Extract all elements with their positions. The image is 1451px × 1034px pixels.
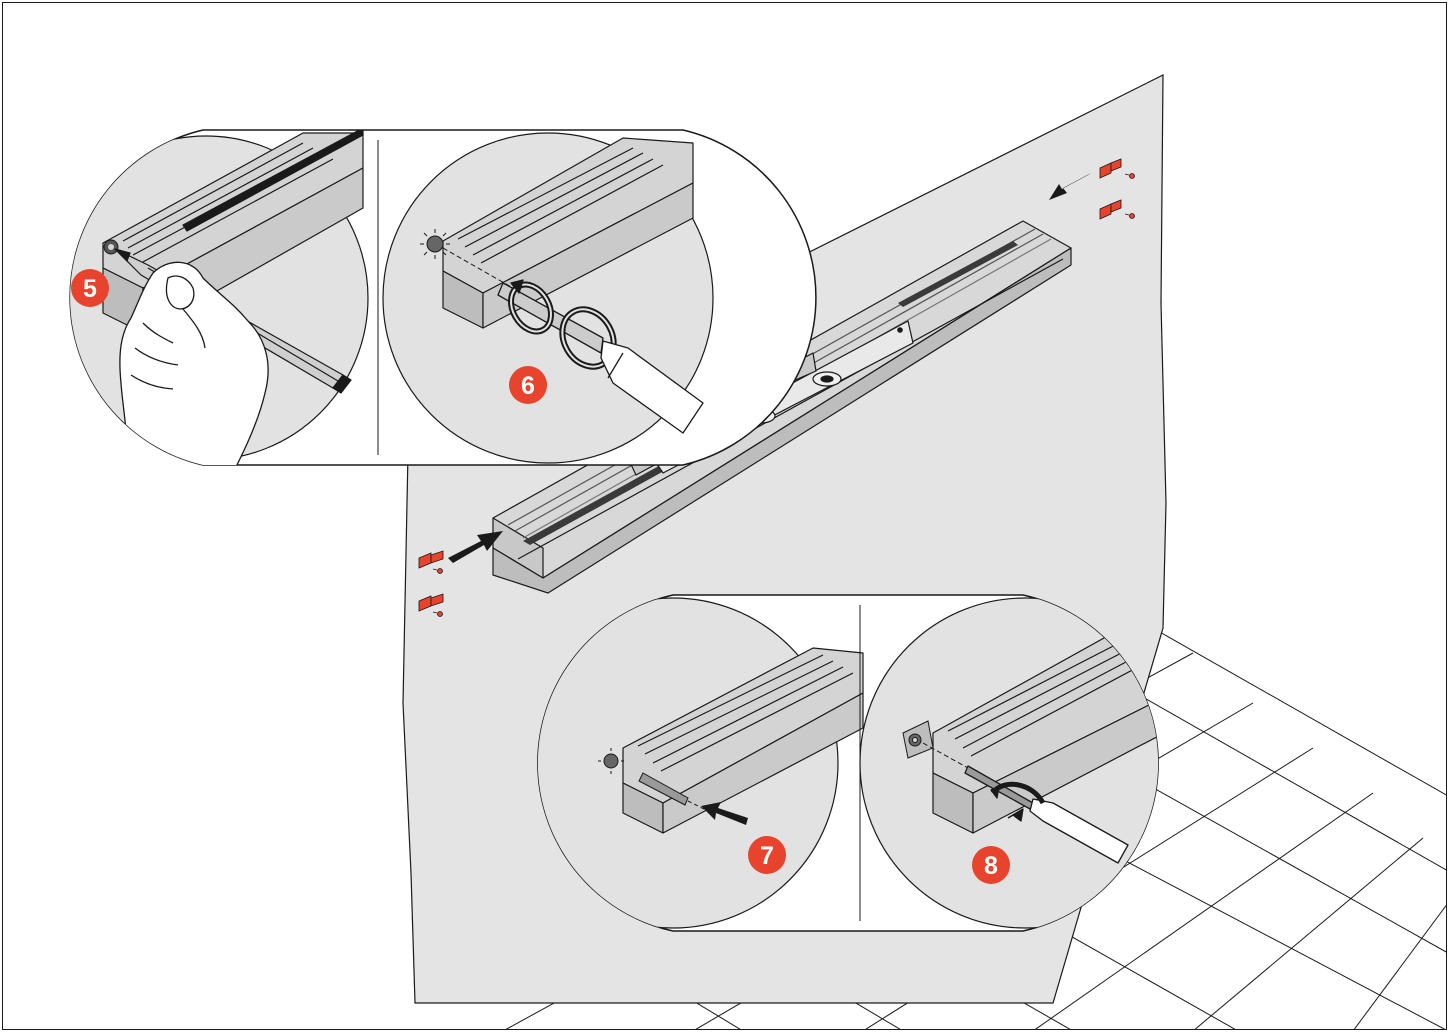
step-badge-8: 8 (972, 846, 1010, 884)
mounting-bracket-icon (418, 550, 444, 574)
hand-icon (119, 261, 269, 465)
step-badge-7: 7 (748, 836, 786, 874)
drill-icon (497, 279, 704, 434)
rail-closeup (442, 137, 694, 329)
step-number-8: 8 (984, 852, 998, 880)
detail-panel-steps-7-8 (537, 594, 1159, 932)
dust-burst-icon (420, 229, 450, 259)
mounting-bracket-icon (1099, 199, 1135, 220)
rail-closeup (102, 130, 364, 334)
step-number-7: 7 (760, 842, 774, 870)
step-number-6: 6 (521, 372, 535, 400)
rail-closeup (622, 647, 864, 834)
mounting-bracket-icon (902, 720, 934, 759)
step-number-5: 5 (83, 275, 97, 303)
arrow-icon (701, 802, 748, 825)
dust-burst-icon (598, 748, 624, 774)
arrow-icon (448, 531, 503, 563)
installation-diagram: 5 6 7 8 (69, 74, 1446, 1029)
wall-plug-icon (638, 772, 709, 812)
step-badge-6: 6 (509, 366, 547, 404)
detail-panel-steps-5-6 (69, 129, 817, 466)
drill-hole-mark-icon (103, 239, 119, 255)
mounting-bracket-icon (418, 593, 444, 617)
arrow-icon (1049, 173, 1091, 200)
rail-closeup (932, 632, 1159, 834)
rail-mounting-hole-icon (812, 371, 842, 387)
step-badge-5: 5 (71, 269, 109, 307)
mounting-bracket-icon (1099, 158, 1135, 179)
screwdriver-icon (964, 765, 1129, 864)
